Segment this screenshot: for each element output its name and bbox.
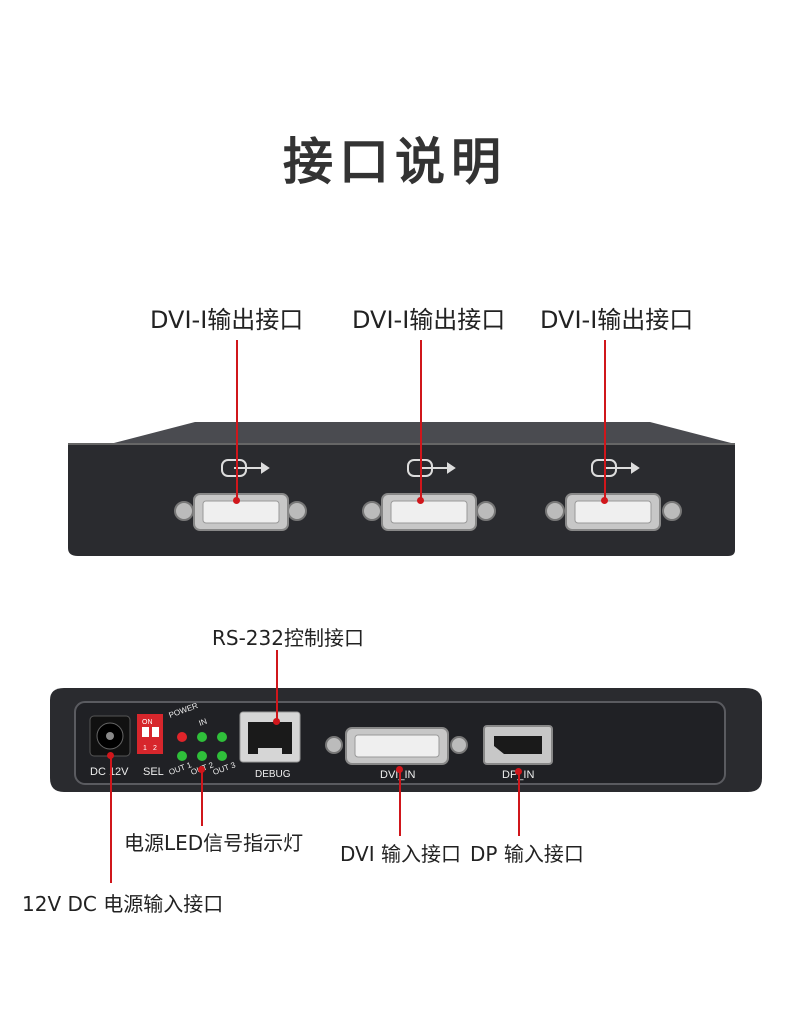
dc-input-label: 12V DC 电源输入接口 xyxy=(22,892,224,916)
label-dc: DC 12V xyxy=(90,766,129,778)
dvi-output-label-3: DVI-I输出接口 xyxy=(540,306,694,334)
callout-line-dc xyxy=(110,755,112,883)
callout-dot-out3 xyxy=(601,497,608,504)
callout-dot-dc xyxy=(107,752,114,759)
dip-switch xyxy=(137,714,163,754)
device-top-bevel xyxy=(110,422,735,444)
callout-dot-dvi-in xyxy=(396,766,403,773)
dvi-output-port-2 xyxy=(362,459,496,531)
rear-device: DC 12V SEL ON 1 2 POWER IN OUT 1 OUT 2 O… xyxy=(50,688,762,792)
label-sw1: 1 xyxy=(143,745,147,752)
label-debug: DEBUG xyxy=(255,769,291,780)
rs232-label: RS-232控制接口 xyxy=(212,626,364,650)
output-icon-1 xyxy=(221,459,270,477)
callout-dot-out1 xyxy=(233,497,240,504)
dvi-output-label-2: DVI-I输出接口 xyxy=(352,306,506,334)
debug-rj45-port xyxy=(239,711,301,763)
page-title: 接口说明 xyxy=(283,133,507,191)
callout-dot-dp-in xyxy=(515,768,522,775)
callout-line-dp-in xyxy=(518,772,520,836)
callout-line-out2 xyxy=(420,340,422,500)
label-dvi-in: DVI_IN xyxy=(380,769,416,781)
callout-dot-led xyxy=(198,766,205,773)
callout-line-rs232 xyxy=(276,650,278,722)
dp-input-port xyxy=(483,725,553,765)
dvi-input-port xyxy=(325,727,468,765)
callout-line-led xyxy=(201,770,203,826)
callout-dot-rs232 xyxy=(273,718,280,725)
dvi-output-label-1: DVI-I输出接口 xyxy=(150,306,304,334)
dp-input-label: DP 输入接口 xyxy=(470,842,584,866)
callout-dot-out2 xyxy=(417,497,424,504)
dc-jack xyxy=(89,715,131,757)
led-label: 电源LED信号指示灯 xyxy=(124,831,304,855)
label-on: ON xyxy=(142,719,153,726)
label-in: IN xyxy=(198,717,209,728)
label-sw2: 2 xyxy=(153,745,157,752)
callout-line-out3 xyxy=(604,340,606,500)
callout-line-dvi-in xyxy=(399,770,401,836)
dvi-input-label: DVI 输入接口 xyxy=(340,842,461,866)
dvi-output-port-1 xyxy=(174,459,307,531)
front-device xyxy=(68,422,735,556)
status-leds xyxy=(177,732,227,761)
label-sel: SEL xyxy=(143,766,164,778)
dvi-output-port-3 xyxy=(545,459,682,531)
callout-line-out1 xyxy=(236,340,238,500)
